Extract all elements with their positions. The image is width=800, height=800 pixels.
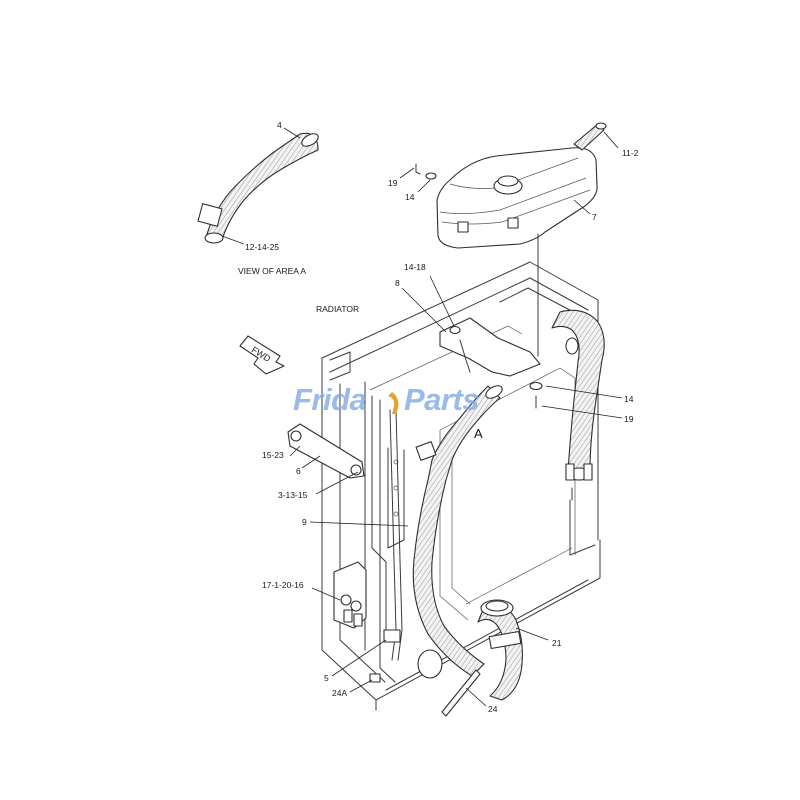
callout-19-top: 19 [388,178,398,188]
watermark-logo: Frida Parts [293,382,480,417]
watermark-accent-icon [388,392,399,414]
callout-24: 24 [488,704,498,714]
stay-bracket-6 [287,423,365,479]
upper-right-hose [551,309,605,501]
callout-14-right: 14 [624,394,634,404]
callout-21: 21 [552,638,562,648]
watermark-text-1: Frida [293,382,367,417]
mount-block-17 [333,561,367,629]
forward-arrow-icon: FWD [239,335,285,375]
overflow-hose-11-2 [573,122,607,151]
callout-5: 5 [324,673,329,683]
hose-21 [477,599,523,701]
mounting-bracket [439,317,541,377]
hose-4 [197,132,319,244]
callout-3-13-15: 3-13-15 [278,490,308,500]
drain-tube-24 [417,649,481,717]
callout-17-1-20-16: 17-1-20-16 [262,580,304,590]
tank-washer-bolt [415,163,543,409]
callout-12-14-25: 12-14-25 [245,242,279,252]
callout-15-23: 15-23 [262,450,284,460]
pipe-5 [369,409,403,683]
radiator-label: RADIATOR [316,304,359,314]
callout-9: 9 [302,517,307,527]
callout-6: 6 [296,466,301,476]
view-of-area-a-label: VIEW OF AREA A [238,266,306,276]
area-a-label: A [474,426,483,441]
callout-19-right: 19 [624,414,634,424]
callout-24a: 24A [332,688,347,698]
hose-9 [412,385,503,677]
expansion-tank [436,147,598,357]
watermark-text-2: Parts [404,382,479,417]
callout-14-18: 14-18 [404,262,426,272]
callout-4: 4 [277,120,282,130]
callout-14-top: 14 [405,192,415,202]
callout-8: 8 [395,278,400,288]
leader-lines [221,127,623,707]
callout-labels: 4 11-2 19 14 7 12-14-25 VIEW OF AREA A 1… [238,120,639,714]
callout-11-2: 11-2 [622,148,639,158]
callout-7: 7 [592,212,597,222]
